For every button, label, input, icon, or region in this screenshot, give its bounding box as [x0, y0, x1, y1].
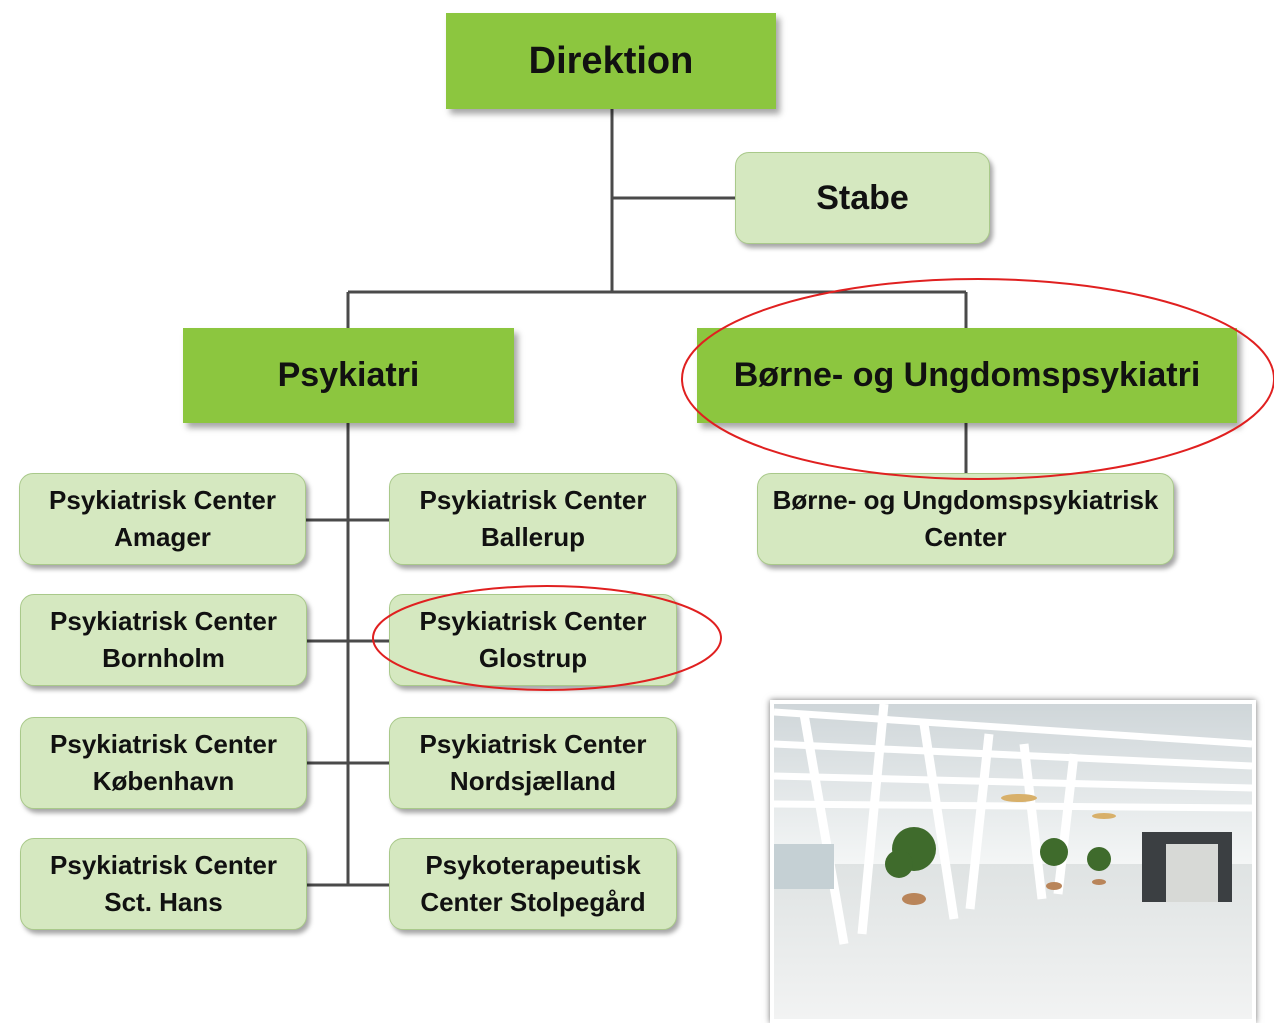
center-location: Sct. Hans — [104, 887, 223, 917]
center-location: Bornholm — [102, 643, 225, 673]
borne-ungdomspsykiatri-label: Børne- og Ungdomspsykiatri — [733, 356, 1201, 394]
borne-ungdomspsykiatri-box: Børne- og Ungdomspsykiatri — [697, 328, 1237, 423]
direktion-label: Direktion — [528, 39, 694, 82]
center-location: København — [92, 766, 235, 796]
center-location: Nordsjælland — [449, 766, 617, 796]
center-box-amager: Psykiatrisk Center Amager — [19, 473, 306, 565]
center-title: Psykoterapeutisk — [425, 850, 641, 880]
center-box-ballerup: Psykiatrisk Center Ballerup — [389, 473, 677, 565]
direktion-box: Direktion — [446, 13, 776, 109]
center-box-glostrup: Psykiatrisk Center Glostrup — [389, 594, 677, 686]
center-location: Amager — [114, 522, 211, 552]
center-box-sct-hans: Psykiatrisk Center Sct. Hans — [20, 838, 307, 930]
psykiatri-label: Psykiatri — [277, 356, 420, 394]
child-center-title: Børne- og Ungdomspsykiatrisk — [772, 485, 1159, 515]
photo-image — [774, 704, 1252, 1019]
center-location: Ballerup — [480, 522, 586, 552]
center-title: Psykiatrisk Center — [50, 850, 277, 880]
center-title: Psykiatrisk Center — [50, 606, 277, 636]
building-interior-photo — [770, 700, 1256, 1023]
psykiatri-box: Psykiatri — [183, 328, 514, 423]
center-location: Center Stolpegård — [420, 887, 646, 917]
child-center-box: Børne- og Ungdomspsykiatrisk Center — [757, 473, 1174, 565]
center-box-nordsjaelland: Psykiatrisk Center Nordsjælland — [389, 717, 677, 809]
center-location: Glostrup — [478, 643, 588, 673]
center-title: Psykiatrisk Center — [419, 729, 647, 759]
center-title: Psykiatrisk Center — [50, 729, 277, 759]
center-title: Psykiatrisk Center — [419, 485, 647, 515]
stabe-label: Stabe — [816, 178, 909, 217]
center-box-kobenhavn: Psykiatrisk Center København — [20, 717, 307, 809]
child-center-subtitle: Center — [924, 522, 1007, 552]
center-box-stolpegard: Psykoterapeutisk Center Stolpegård — [389, 838, 677, 930]
stabe-box: Stabe — [735, 152, 990, 244]
center-title: Psykiatrisk Center — [49, 485, 276, 515]
center-box-bornholm: Psykiatrisk Center Bornholm — [20, 594, 307, 686]
center-title: Psykiatrisk Center — [419, 606, 647, 636]
